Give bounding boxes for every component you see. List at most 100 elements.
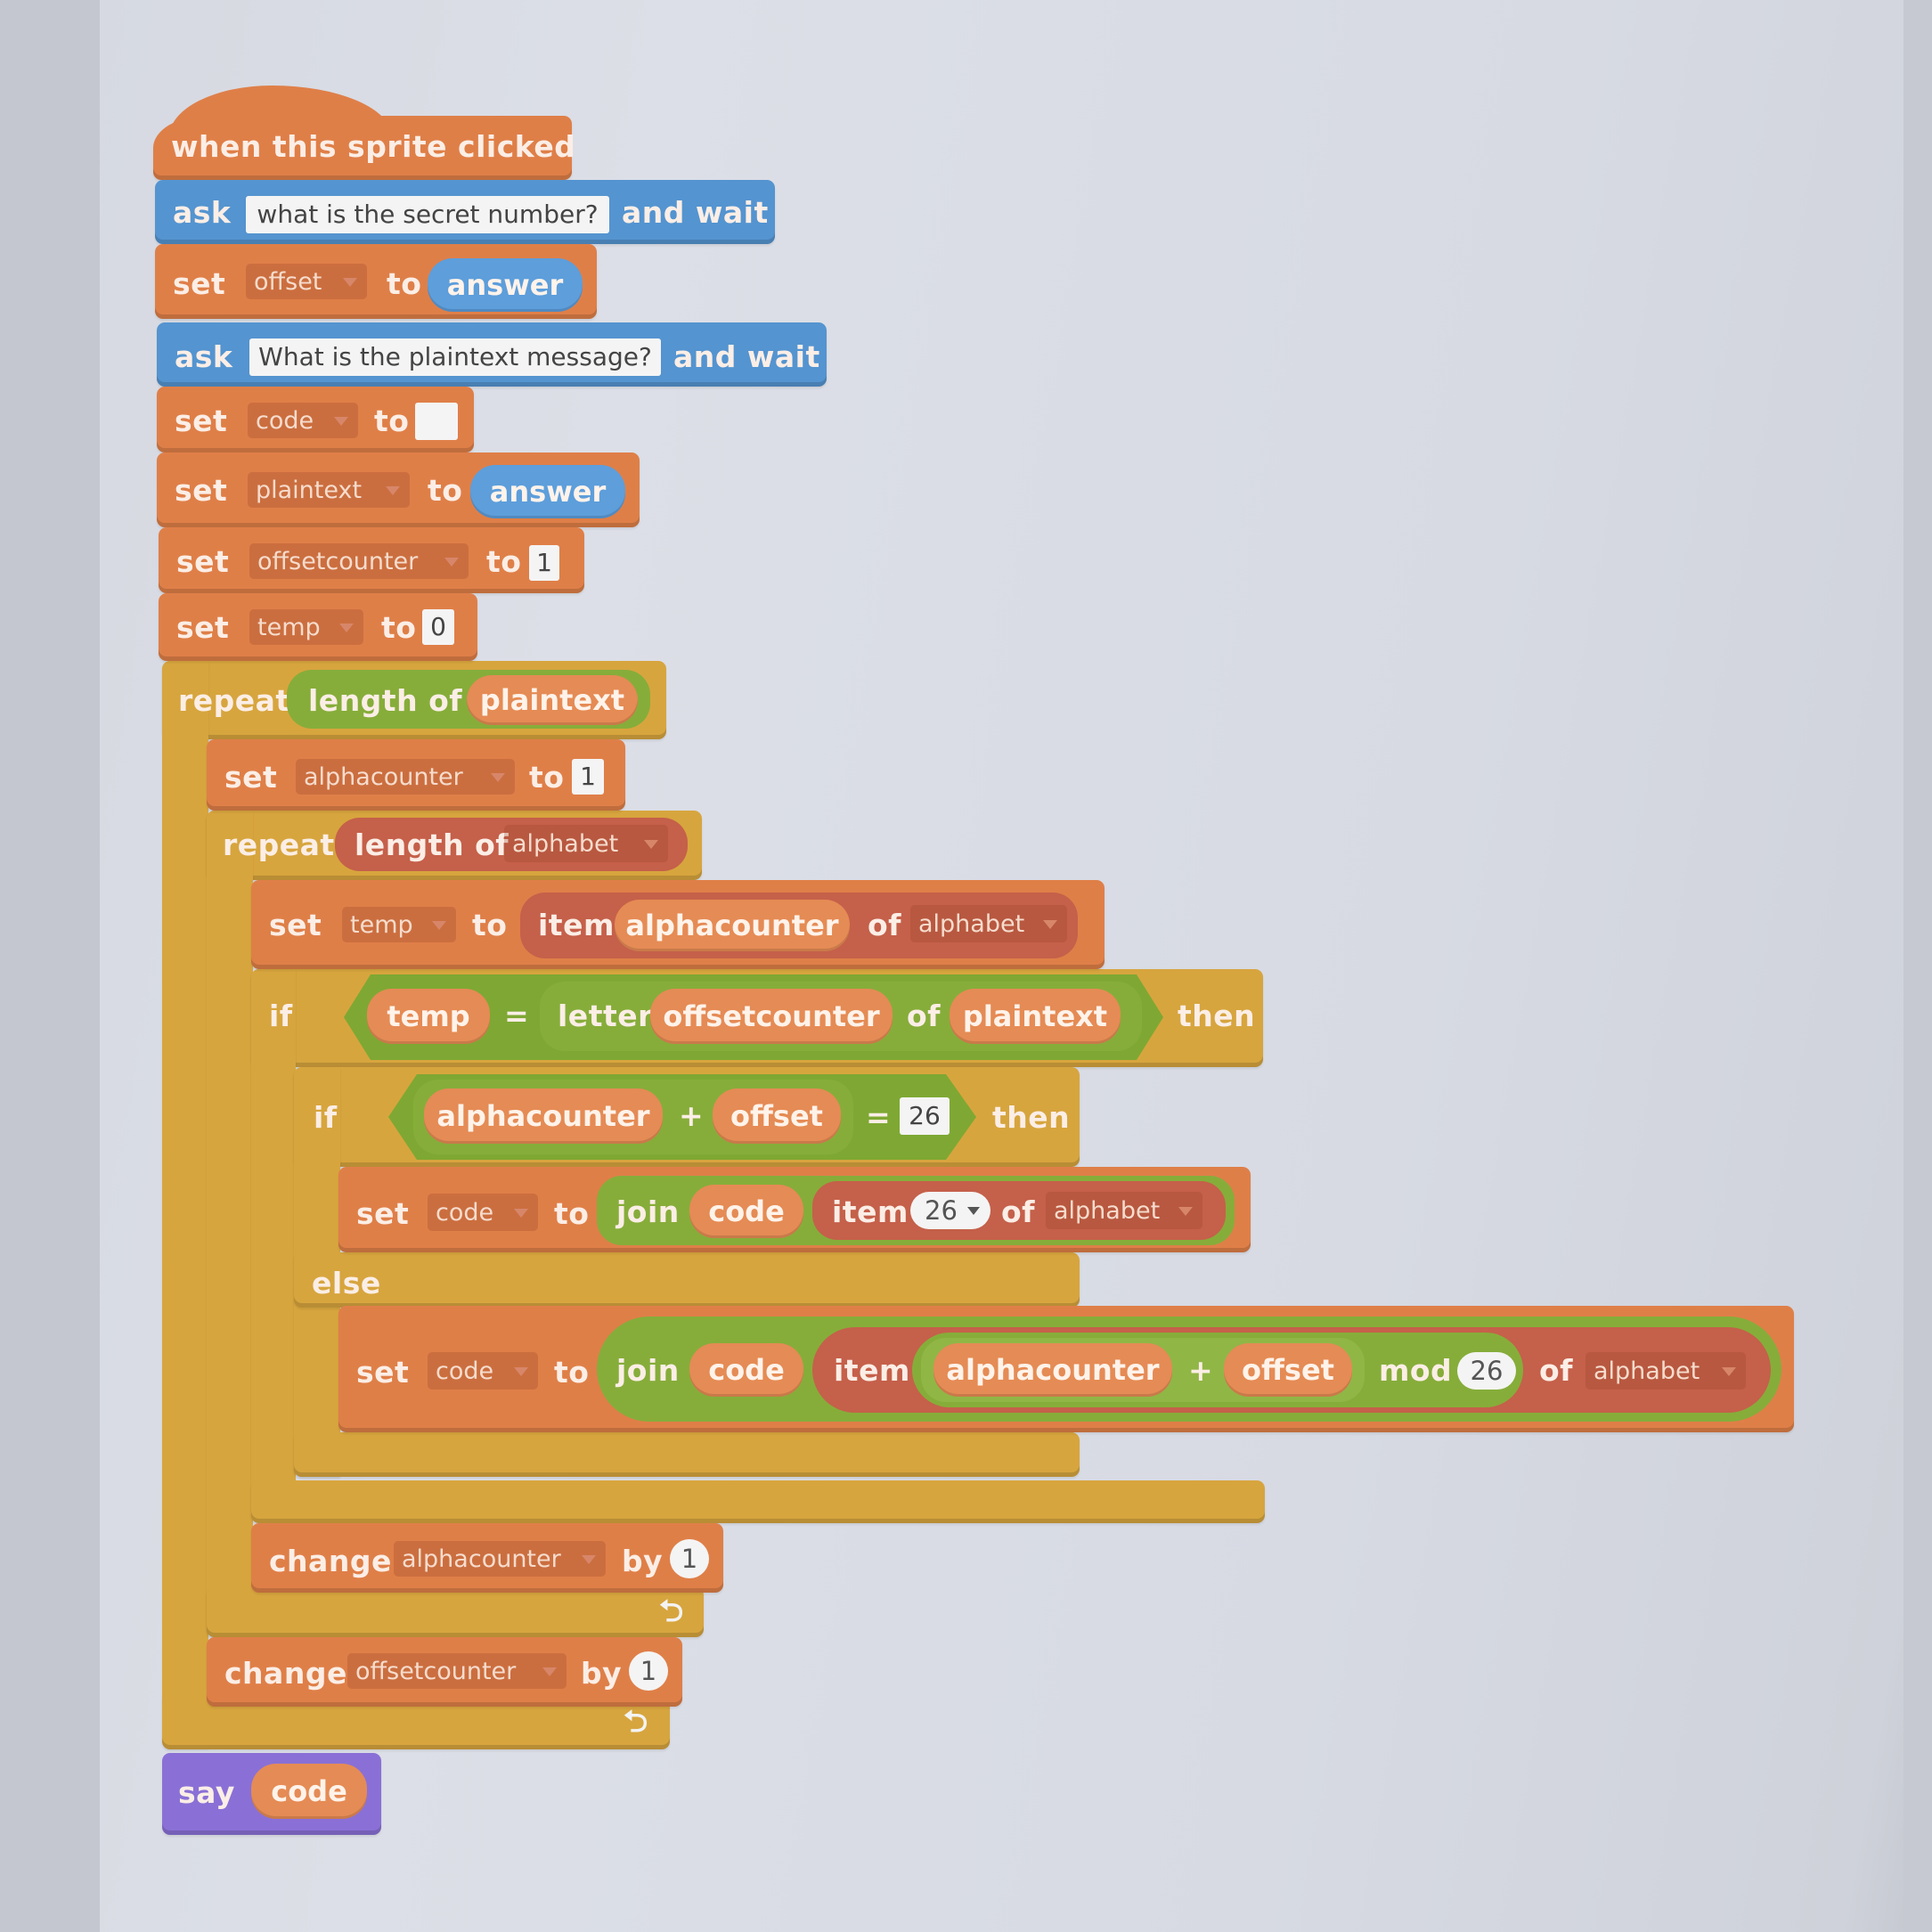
if-label: if — [314, 1100, 338, 1135]
set-label: set — [176, 544, 230, 579]
variable-dropdown-code[interactable]: code — [248, 403, 358, 438]
change-label: change — [269, 1544, 392, 1578]
set-label: set — [175, 404, 228, 438]
then-label: then — [1178, 999, 1256, 1033]
dropdown-value: alphabet — [918, 909, 1025, 938]
set-label: set — [269, 908, 322, 942]
variable-dropdown-offsetcounter[interactable]: offsetcounter — [249, 543, 469, 579]
to-label: to — [554, 1196, 590, 1231]
change-label: change — [224, 1656, 347, 1691]
if-label: if — [269, 999, 293, 1033]
value-input-empty[interactable] — [415, 403, 458, 440]
mod-value-input[interactable]: 26 — [1457, 1352, 1516, 1390]
set-offsetcounter-block[interactable] — [159, 527, 584, 593]
ask-text-input[interactable]: What is the plaintext message? — [249, 338, 661, 376]
dropdown-value: plaintext — [256, 476, 363, 504]
variable-dropdown-temp[interactable]: temp — [249, 609, 363, 645]
dropdown-value: 26 — [925, 1194, 958, 1226]
variable-dropdown-alphacounter[interactable]: alphacounter — [296, 759, 515, 795]
value-input[interactable]: 1 — [529, 545, 559, 581]
variable-dropdown-offsetcounter[interactable]: offsetcounter — [347, 1653, 567, 1689]
dropdown-value: offsetcounter — [355, 1657, 517, 1685]
repeat-label: repeat — [223, 827, 335, 862]
list-dropdown-alphabet[interactable]: alphabet — [910, 905, 1067, 942]
variable-dropdown-plaintext[interactable]: plaintext — [248, 472, 410, 508]
if1-arm — [251, 969, 296, 1521]
to-label: to — [554, 1355, 590, 1390]
chevron-down-icon — [514, 1209, 528, 1218]
dropdown-value: alphacounter — [304, 762, 463, 791]
dropdown-value: offsetcounter — [257, 547, 419, 575]
set-alphacounter-block[interactable] — [207, 739, 625, 811]
if1-foot — [251, 1480, 1265, 1523]
variable-dropdown-temp[interactable]: temp — [342, 907, 456, 942]
length-of-list-block[interactable] — [335, 818, 688, 871]
set-label: set — [173, 266, 226, 301]
ask-text-input[interactable]: what is the secret number? — [246, 196, 609, 233]
answer-reporter[interactable]: answer — [428, 258, 583, 312]
variable-dropdown-alphacounter[interactable]: alphacounter — [394, 1541, 606, 1577]
item-of-list-block[interactable] — [812, 1181, 1226, 1240]
chevron-down-icon — [339, 624, 354, 632]
workspace-left-margin — [0, 0, 100, 1932]
variable-dropdown-offset[interactable]: offset — [246, 264, 367, 299]
alphacounter-reporter[interactable]: alphacounter — [615, 900, 850, 951]
equals-label: = — [866, 1100, 892, 1135]
repeat2-foot — [207, 1587, 704, 1637]
chevron-down-icon — [491, 773, 505, 782]
chevron-down-icon — [343, 278, 357, 287]
chevron-down-icon — [542, 1667, 557, 1676]
chevron-down-icon — [514, 1367, 528, 1376]
code-reporter[interactable]: code — [251, 1764, 367, 1819]
list-dropdown-alphabet[interactable]: alphabet — [1586, 1352, 1746, 1390]
dropdown-value: offset — [254, 267, 322, 296]
loop-arrow-icon: ⮌ — [659, 1594, 684, 1629]
repeat2-arm — [207, 811, 253, 1637]
item-index-dropdown[interactable]: 26 — [910, 1192, 990, 1229]
plaintext-reporter[interactable]: plaintext — [950, 989, 1121, 1044]
value-input[interactable]: 1 — [629, 1651, 668, 1691]
equals-label: = — [504, 999, 530, 1033]
to-label: to — [529, 760, 565, 795]
temp-reporter[interactable]: temp — [367, 989, 490, 1044]
alphacounter-reporter[interactable]: alphacounter — [933, 1343, 1172, 1397]
dropdown-value: temp — [257, 613, 321, 641]
say-label: say — [178, 1775, 235, 1810]
join-label: join — [616, 1353, 680, 1388]
code-reporter[interactable]: code — [689, 1343, 803, 1397]
variable-dropdown-code[interactable]: code — [428, 1194, 538, 1231]
change-offsetcounter-block[interactable] — [207, 1637, 682, 1707]
change-alphacounter-block[interactable] — [251, 1523, 723, 1593]
join-label: join — [616, 1194, 680, 1229]
length-of-label: length of — [355, 827, 509, 862]
letter-label: letter — [558, 999, 653, 1033]
code-reporter[interactable]: code — [689, 1185, 803, 1238]
of-label: of — [1001, 1194, 1036, 1229]
offset-reporter[interactable]: offset — [713, 1088, 841, 1144]
offset-reporter[interactable]: offset — [1224, 1343, 1352, 1397]
set-label: set — [356, 1196, 410, 1231]
then-label: then — [992, 1100, 1071, 1135]
item-label: item — [832, 1194, 909, 1229]
dropdown-value: alphabet — [512, 829, 619, 858]
variable-dropdown-code[interactable]: code — [428, 1352, 538, 1390]
set-label: set — [356, 1355, 410, 1390]
answer-reporter[interactable]: answer — [470, 465, 625, 518]
chevron-down-icon — [1178, 1207, 1193, 1216]
to-label: to — [486, 544, 522, 579]
repeat1-arm — [162, 661, 208, 1748]
value-input[interactable]: 26 — [900, 1097, 950, 1135]
dropdown-value: code — [436, 1198, 494, 1227]
plus-label: + — [1188, 1353, 1214, 1388]
else-label: else — [312, 1266, 381, 1300]
of-label: of — [907, 999, 942, 1033]
plaintext-reporter[interactable]: plaintext — [467, 675, 638, 725]
offsetcounter-reporter[interactable]: offsetcounter — [650, 989, 893, 1044]
value-input[interactable]: 1 — [572, 759, 604, 795]
value-input[interactable]: 0 — [422, 609, 454, 645]
list-dropdown-alphabet[interactable]: alphabet — [1046, 1192, 1202, 1229]
alphacounter-reporter[interactable]: alphacounter — [424, 1088, 663, 1144]
value-input[interactable]: 1 — [670, 1539, 709, 1578]
chevron-down-icon — [1722, 1367, 1736, 1376]
list-dropdown-alphabet[interactable]: alphabet — [504, 825, 668, 862]
